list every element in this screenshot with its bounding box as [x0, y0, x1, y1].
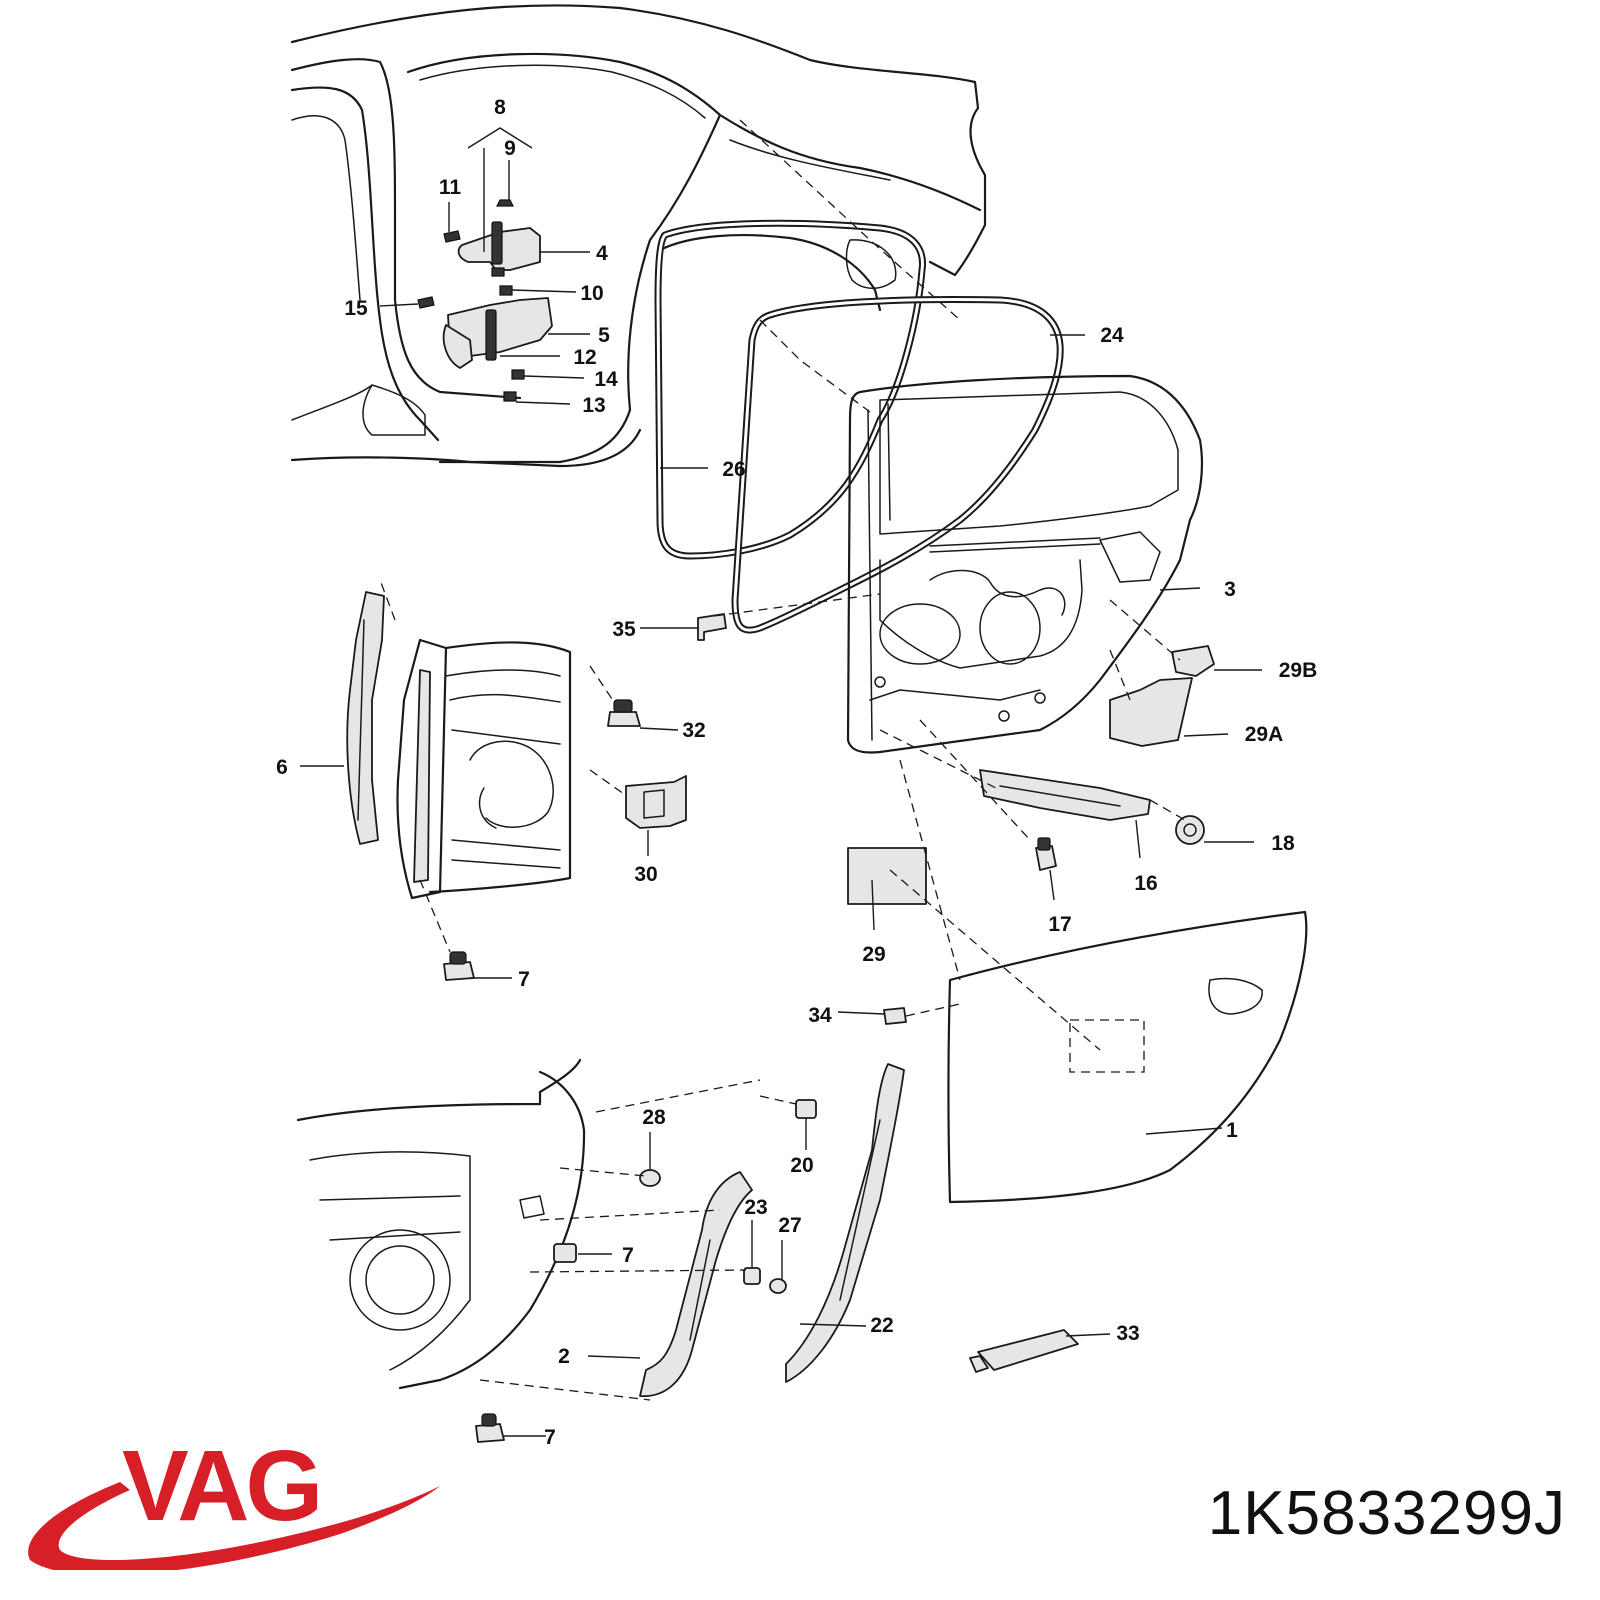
part-33-adhesive-tube: [969, 1329, 1079, 1373]
part-30-guide: [625, 775, 687, 829]
callout-24: 24: [1100, 324, 1124, 347]
callout-29B: 29B: [1279, 659, 1318, 682]
part-2-lower-trim: [639, 1171, 753, 1397]
door-frame-middle: [396, 638, 572, 900]
callout-16: 16: [1134, 872, 1157, 895]
upper-hinge: [457, 199, 541, 271]
callout-29A: 29A: [1245, 723, 1284, 746]
callout-13: 13: [582, 394, 605, 417]
vag-logo: VAG: [28, 1430, 440, 1570]
callout-10: 10: [580, 282, 603, 305]
callouts: 8 9 11 4 10 15 5 12 14 13 24 26 3 29B 29…: [276, 96, 1317, 1449]
part-22-lower-trim: [785, 1063, 905, 1383]
logo-swoosh: [28, 1482, 440, 1570]
callout-5: 5: [598, 324, 610, 347]
callout-20: 20: [790, 1154, 813, 1177]
callout-3: 3: [1224, 578, 1236, 601]
callout-33: 33: [1116, 1322, 1139, 1345]
door-shell: [846, 374, 1204, 754]
door-seal-24: [731, 296, 1064, 634]
logo-wordmark: VAG: [122, 1430, 319, 1542]
part-34-clip: [883, 1007, 907, 1025]
callout-18: 18: [1271, 832, 1295, 855]
part-number: 1K5833299J: [1207, 1479, 1566, 1548]
leader-lines: [300, 127, 1262, 1437]
callout-2: 2: [558, 1345, 570, 1368]
part-17-bolt: [1035, 837, 1057, 871]
callout-28: 28: [642, 1106, 666, 1129]
callout-12: 12: [573, 346, 596, 369]
callout-34: 34: [808, 1004, 832, 1027]
part-28-plug: [639, 1169, 661, 1187]
callout-8: 8: [494, 96, 506, 119]
lower-hinge: [442, 297, 553, 369]
part-6-trim-strip: [346, 591, 385, 845]
assembly-lines: [379, 119, 1186, 1401]
part-29A-pad: [1109, 677, 1193, 747]
part-23-clip: [743, 1267, 761, 1285]
hinge-bolts: [417, 230, 525, 402]
part-7-clip-lower: [475, 1413, 505, 1443]
door-frame-lower: [296, 1058, 586, 1390]
callout-27: 27: [778, 1214, 801, 1237]
car-body-section: [290, 4, 987, 468]
callout-29: 29: [862, 943, 885, 966]
part-29B-block: [1171, 645, 1215, 677]
callout-35: 35: [612, 618, 636, 641]
callout-7-upper: 7: [518, 968, 530, 991]
part-35-clip: [697, 613, 727, 641]
callout-32: 32: [682, 719, 705, 742]
part-16-bracket: [979, 769, 1151, 821]
part-20-clip: [795, 1099, 817, 1119]
part-7-clip-middle: [553, 1243, 577, 1263]
part-29-panel: [847, 847, 927, 905]
callout-17: 17: [1048, 913, 1071, 936]
callout-1: 1: [1226, 1119, 1238, 1142]
callout-7-lower: 7: [544, 1426, 556, 1449]
callout-7-middle: 7: [622, 1244, 634, 1267]
callout-30: 30: [634, 863, 657, 886]
callout-26: 26: [722, 458, 745, 481]
callout-11: 11: [439, 176, 462, 199]
part-18-nut: [1175, 815, 1205, 845]
callout-9: 9: [504, 137, 516, 160]
callout-22: 22: [870, 1314, 893, 1337]
part-32-grommet: [607, 699, 641, 727]
callout-15: 15: [344, 297, 368, 320]
callout-4: 4: [596, 242, 608, 265]
outer-door-panel: [947, 910, 1308, 1204]
callout-6: 6: [276, 756, 288, 779]
callout-23: 23: [744, 1196, 767, 1219]
part-7-clip-upper: [443, 951, 475, 981]
callout-14: 14: [594, 368, 618, 391]
part-27-plug: [769, 1278, 787, 1294]
